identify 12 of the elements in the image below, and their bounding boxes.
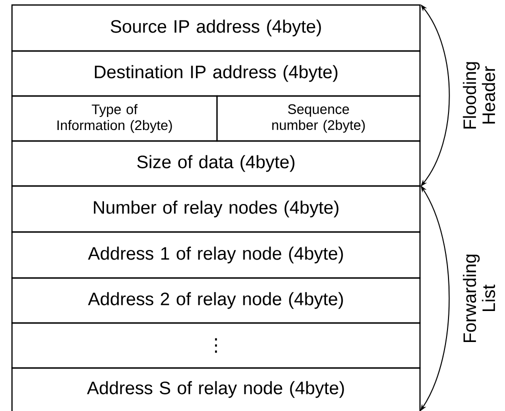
field-cell: Source IP address (4byte) — [11, 4, 421, 52]
field-cell: Size of data (4byte) — [11, 140, 421, 187]
field-cell: Sequence number (2byte) — [216, 95, 421, 142]
field-cell: Address S of relay node (4byte) — [11, 367, 421, 411]
edge-label: Flooding Header — [462, 62, 496, 129]
field-cell: Number of relay nodes (4byte) — [11, 185, 421, 233]
field-cell: Address 1 of relay node (4byte) — [11, 231, 421, 279]
edge-label: Forwarding List — [462, 254, 496, 342]
field-cell: ⋮ — [11, 322, 421, 369]
field-cell: Type of Information (2byte) — [11, 95, 218, 142]
field-cell: Address 2 of relay node (4byte) — [11, 277, 421, 324]
field-cell: Destination IP address (4byte) — [11, 50, 421, 97]
